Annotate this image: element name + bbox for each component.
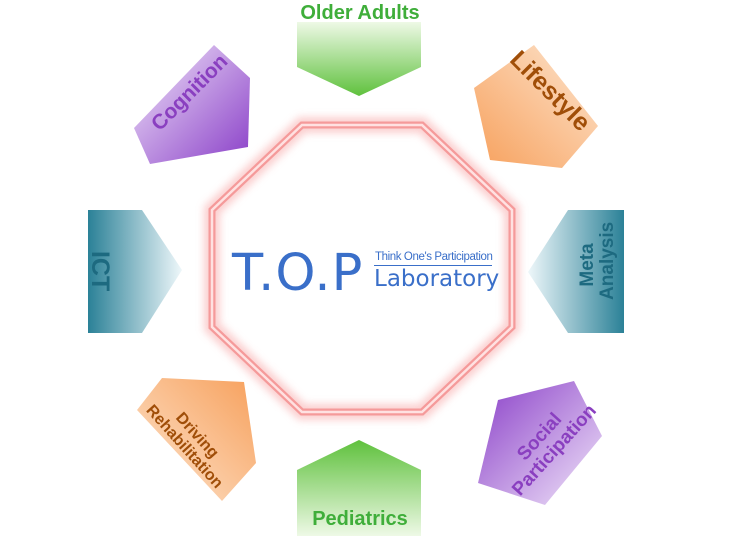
label-meta-analysis-text: Meta Analysis xyxy=(577,221,618,300)
lab-subtitle: Think One's Participation xyxy=(375,251,493,263)
shape-pediatrics xyxy=(297,440,421,536)
shape-cognition xyxy=(134,45,250,164)
label-older-adults: Older Adults xyxy=(300,2,420,24)
lab-title: T.O.P xyxy=(232,244,364,303)
shape-driving-rehabilitation xyxy=(137,378,256,501)
shape-meta-analysis xyxy=(528,210,624,333)
shape-social-participation xyxy=(478,381,602,505)
shape-older-adults xyxy=(297,22,421,96)
label-pediatrics: Pediatrics xyxy=(312,508,408,530)
subtitle-underline xyxy=(374,265,492,266)
label-ict: ICT xyxy=(86,250,115,292)
lab-name: Laboratory xyxy=(374,266,500,292)
label-meta-analysis: Meta Analysis xyxy=(577,215,618,315)
center-octagon xyxy=(204,117,520,420)
shape-ict xyxy=(88,210,182,333)
shape-lifestyle xyxy=(474,45,598,168)
